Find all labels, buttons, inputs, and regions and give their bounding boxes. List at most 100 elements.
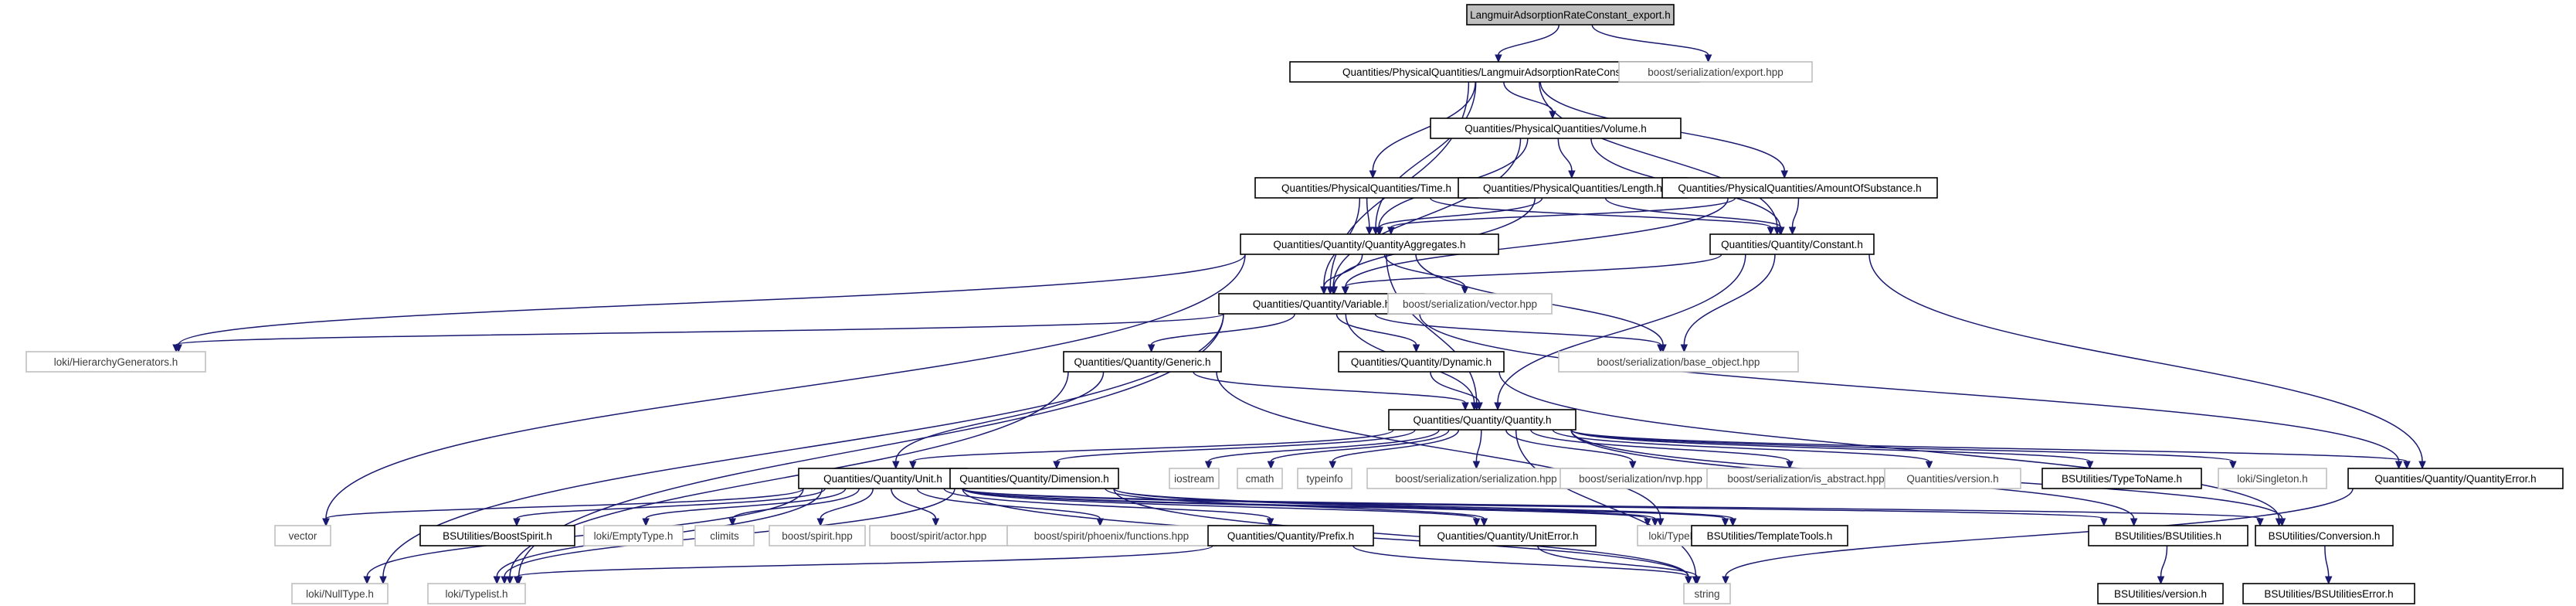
node-label: boost/serialization/vector.hpp bbox=[1403, 298, 1537, 310]
node-label: boost/spirit/actor.hpp bbox=[891, 530, 987, 542]
node-box bbox=[1254, 177, 1478, 199]
node-box bbox=[1338, 351, 1505, 373]
node-bsutilities-templatetools-h[interactable]: BSUtilities/TemplateTools.h bbox=[1691, 525, 1848, 546]
node-boost-serialization-base-object-hpp: boost/serialization/base_object.hpp bbox=[1558, 351, 1799, 373]
edge-arrowhead bbox=[2256, 518, 2264, 527]
node-label: cmath bbox=[1246, 473, 1274, 485]
edge-arrowhead bbox=[1628, 461, 1637, 470]
node-box bbox=[1709, 233, 1875, 255]
node-quantities-quantity-generic-h[interactable]: Quantities/Quantity/Generic.h bbox=[1063, 351, 1222, 373]
edge-arrowhead bbox=[1693, 576, 1701, 585]
node-quantities-quantity-dynamic-h[interactable]: Quantities/Quantity/Dynamic.h bbox=[1338, 351, 1505, 373]
node-quantities-quantity-uniterror-h[interactable]: Quantities/Quantity/UnitError.h bbox=[1419, 525, 1597, 546]
edge-arrowhead bbox=[1786, 461, 1794, 470]
edge-arrowhead bbox=[1329, 461, 1336, 470]
edge-arrowhead bbox=[2086, 461, 2094, 470]
node-quantities-quantity-unit-h[interactable]: Quantities/Quantity/Unit.h bbox=[798, 468, 968, 489]
edge-arrowhead bbox=[1568, 170, 1576, 179]
node-box bbox=[291, 583, 389, 604]
edge-quantities-quantity-unit-h--boost-spirit-actor-hpp bbox=[891, 488, 937, 519]
node-quantities-physicalquantities-time-h[interactable]: Quantities/PhysicalQuantities/Time.h bbox=[1254, 177, 1478, 199]
edge-quantities-quantity-quantity-h--loki-singleton-h bbox=[1570, 429, 2234, 462]
edge-arrowhead bbox=[172, 344, 180, 353]
node-box bbox=[1706, 468, 1906, 489]
node-bsutilities-typetoname-h[interactable]: BSUtilities/TypeToName.h bbox=[2041, 468, 2202, 489]
node-label: Quantities/PhysicalQuantities/Length.h bbox=[1483, 182, 1662, 194]
node-quantities-quantity-quantityaggregates-h[interactable]: Quantities/Quantity/QuantityAggregates.h bbox=[1240, 233, 1499, 255]
node-quantities-quantity-prefix-h[interactable]: Quantities/Quantity/Prefix.h bbox=[1207, 525, 1374, 546]
edge-quantities-quantity-constant-h--boost-serialization-base-object-hpp bbox=[1683, 254, 1776, 346]
edge-quantities-quantity-quantity-h--quantities-quantity-quantityerror-h bbox=[1570, 429, 2408, 462]
edge-arrowhead bbox=[1722, 576, 1729, 585]
edge-arrowhead bbox=[363, 576, 371, 585]
node-loki-emptytype-h: loki/EmptyType.h bbox=[583, 525, 684, 546]
edge-quantities-physicalquantities-langmuiradsorptionrateconstant-h--quantities-quantity-constant-h bbox=[1539, 81, 1778, 228]
edge-langmuiradsorptionrateconstant-export-h--quantities-physicalquantities-langmuiradsorptionrateconstant-h bbox=[1498, 24, 1560, 56]
edge-arrowhead bbox=[493, 576, 501, 585]
edge-quantities-quantity-variable-h--boost-serialization-base-object-hpp bbox=[1374, 313, 1661, 346]
edge-arrowhead bbox=[1480, 518, 1488, 527]
node-label: LangmuirAdsorptionRateConstant_export.h bbox=[1470, 9, 1671, 21]
edge-quantities-quantity-unit-h--boost-spirit-phoenix-functions-hpp bbox=[916, 488, 1101, 519]
node-box bbox=[1169, 468, 1220, 489]
edge-arrowhead bbox=[728, 518, 737, 527]
edge-quantities-physicalquantities-langmuiradsorptionrateconstant-h--quantities-physicalquantities-time-h bbox=[1372, 81, 1476, 172]
edge-quantities-physicalquantities-length-h--quantities-quantity-constant-h bbox=[1604, 197, 1782, 228]
node-box bbox=[1207, 525, 1374, 546]
edge-arrowhead bbox=[1366, 226, 1373, 236]
edge-arrowhead bbox=[932, 518, 940, 527]
node-box bbox=[798, 468, 968, 489]
node-label: BSUtilities/BoostSpirit.h bbox=[443, 530, 552, 542]
node-label: boost/serialization/is_abstract.hpp bbox=[1727, 473, 1884, 485]
edge-arrowhead bbox=[1729, 518, 1737, 527]
edge-quantities-quantity-unit-h--vector bbox=[325, 488, 804, 519]
node-box bbox=[1430, 117, 1682, 139]
edge-arrowhead bbox=[2100, 518, 2108, 527]
edge-quantities-quantity-quantity-h--cmath bbox=[1270, 429, 1450, 462]
node-iostream: iostream bbox=[1169, 468, 1220, 489]
node-loki-typelist-h: loki/Typelist.h bbox=[427, 583, 526, 604]
node-boost-serialization-is-abstract-hpp: boost/serialization/is_abstract.hpp bbox=[1706, 468, 1906, 489]
node-label: BSUtilities/BSUtilities.h bbox=[2115, 530, 2221, 542]
node-label: Quantities/PhysicalQuantities/AmountOfSu… bbox=[1678, 182, 1921, 194]
node-box bbox=[1063, 351, 1222, 373]
node-box bbox=[427, 583, 526, 604]
edge-arrowhead bbox=[2229, 461, 2237, 470]
node-label: boost/serialization/export.hpp bbox=[1648, 66, 1784, 78]
node-quantities-physicalquantities-amountofsubstance-h[interactable]: Quantities/PhysicalQuantities/AmountOfSu… bbox=[1661, 177, 1938, 199]
node-bsutilities-conversion-h[interactable]: BSUtilities/Conversion.h bbox=[2255, 525, 2394, 546]
node-boost-serialization-nvp-hpp: boost/serialization/nvp.hpp bbox=[1560, 468, 1722, 489]
node-bsutilities-boostspirit-h[interactable]: BSUtilities/BoostSpirit.h bbox=[419, 525, 575, 546]
edge-quantities-quantity-quantity-h--quantities-quantity-unit-h bbox=[912, 429, 1394, 462]
edge-arrowhead bbox=[1656, 518, 1665, 527]
node-quantities-quantity-quantity-h[interactable]: Quantities/Quantity/Quantity.h bbox=[1388, 409, 1576, 431]
edge-arrowhead bbox=[1147, 344, 1156, 353]
node-bsutilities-bsutilities-h[interactable]: BSUtilities/BSUtilities.h bbox=[2088, 525, 2248, 546]
edge-quantities-quantity-quantity-h--bsutilities-typetoname-h bbox=[1570, 429, 2091, 462]
node-quantities-quantity-constant-h[interactable]: Quantities/Quantity/Constant.h bbox=[1709, 233, 1875, 255]
node-quantities-physicalquantities-volume-h[interactable]: Quantities/PhysicalQuantities/Volume.h bbox=[1430, 117, 1682, 139]
edge-arrowhead bbox=[501, 576, 508, 585]
node-quantities-quantity-dimension-h[interactable]: Quantities/Quantity/Dimension.h bbox=[949, 468, 1119, 489]
node-string: string bbox=[1683, 583, 1731, 604]
node-quantities-quantity-quantityerror-h[interactable]: Quantities/Quantity/QuantityError.h bbox=[2347, 468, 2564, 489]
edge-quantities-quantity-quantity-h--boost-serialization-nvp-hpp bbox=[1505, 429, 1634, 462]
node-box bbox=[1240, 233, 1499, 255]
edge-arrowhead bbox=[2157, 576, 2165, 585]
edge-quantities-quantity-constant-h--quantities-quantity-quantity-h bbox=[1497, 254, 1746, 403]
node-boost-spirit-actor-hpp: boost/spirit/actor.hpp bbox=[869, 525, 1008, 546]
node-box bbox=[2097, 583, 2224, 604]
node-bsutilities-version-h[interactable]: BSUtilities/version.h bbox=[2097, 583, 2224, 604]
edge-quantities-quantity-quantity-h--quantities-version-h bbox=[1552, 429, 1930, 462]
edge-arrowhead bbox=[1788, 226, 1797, 236]
node-bsutilities-bsutilitieserror-h[interactable]: BSUtilities/BSUtilitiesError.h bbox=[2242, 583, 2415, 604]
node-loki-singleton-h: loki/Singleton.h bbox=[2218, 468, 2327, 489]
node-langmuiradsorptionrateconstant-export-h[interactable]: LangmuirAdsorptionRateConstant_export.h bbox=[1466, 4, 1675, 26]
edge-arrowhead bbox=[2418, 461, 2426, 470]
node-quantities-physicalquantities-length-h[interactable]: Quantities/PhysicalQuantities/Length.h bbox=[1458, 177, 1688, 199]
node-climits: climits bbox=[694, 525, 755, 546]
node-box bbox=[1388, 409, 1576, 431]
edge-arrowhead bbox=[1925, 461, 1933, 470]
edge-quantities-physicalquantities-langmuiradsorptionrateconstant-h--quantities-physicalquantities-volume-h bbox=[1503, 81, 1553, 112]
node-loki-nulltype-h: loki/NullType.h bbox=[291, 583, 389, 604]
